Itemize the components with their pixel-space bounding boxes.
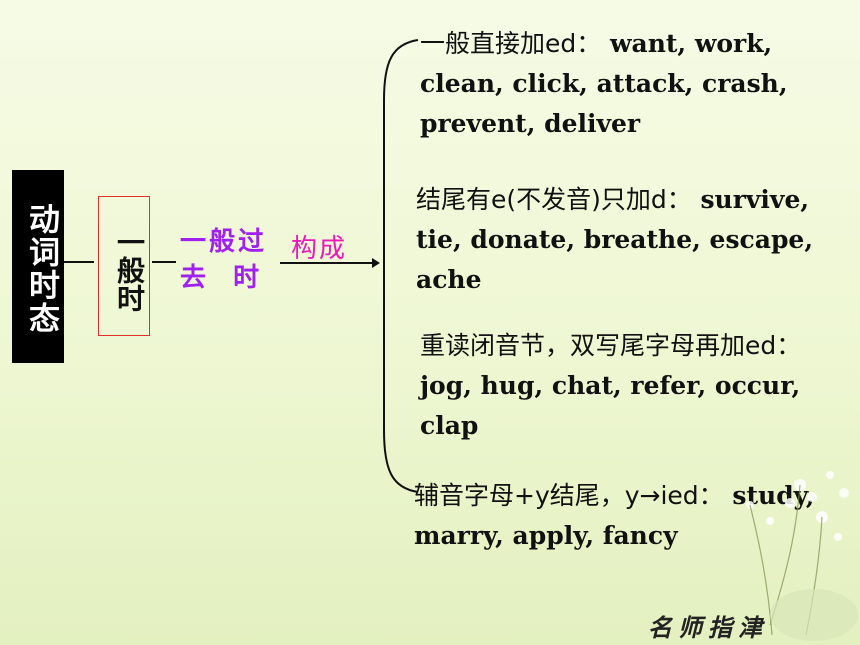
simple-past-line2: 去 时 bbox=[180, 263, 263, 293]
simple-past-line1: 一般过 bbox=[180, 227, 268, 257]
rule-1-cn: 一般直接加ed： bbox=[420, 29, 602, 58]
flower-decoration bbox=[746, 471, 858, 641]
brand-logo: 名师指津 bbox=[648, 613, 768, 642]
rule-2-en: survive, tie, donate, breathe, escape, a… bbox=[416, 185, 814, 294]
rule-3-en: jog, hug, chat, refer, occur, clap bbox=[420, 371, 801, 440]
rule-1-en: want, work, clean, click, attack, crash,… bbox=[420, 29, 788, 138]
rule-1: 一般直接加ed： want, work, clean, click, attac… bbox=[420, 24, 840, 144]
rule-4-en: study, marry, apply, fancy bbox=[414, 481, 815, 550]
rule-3-cn: 重读闭音节，双写尾字母再加ed： bbox=[420, 331, 802, 360]
rule-4: 辅音字母+y结尾，y→ied： study, marry, apply, fan… bbox=[414, 476, 834, 556]
verb-tense-box: 动词时态 bbox=[12, 170, 64, 363]
rule-4-cn: 辅音字母+y结尾，y→ied： bbox=[414, 481, 724, 510]
rule-2: 结尾有e(不发音)只加d： survive, tie, donate, brea… bbox=[416, 180, 846, 300]
simple-tense-box: 一般时 bbox=[98, 196, 150, 336]
construction-label: 构成 bbox=[291, 234, 348, 264]
rule-3: 重读闭音节，双写尾字母再加ed： jog, hug, chat, refer, … bbox=[420, 326, 840, 446]
rule-2-cn: 结尾有e(不发音)只加d： bbox=[416, 185, 692, 214]
simple-past-label: 一般过 去 时 bbox=[180, 224, 290, 296]
